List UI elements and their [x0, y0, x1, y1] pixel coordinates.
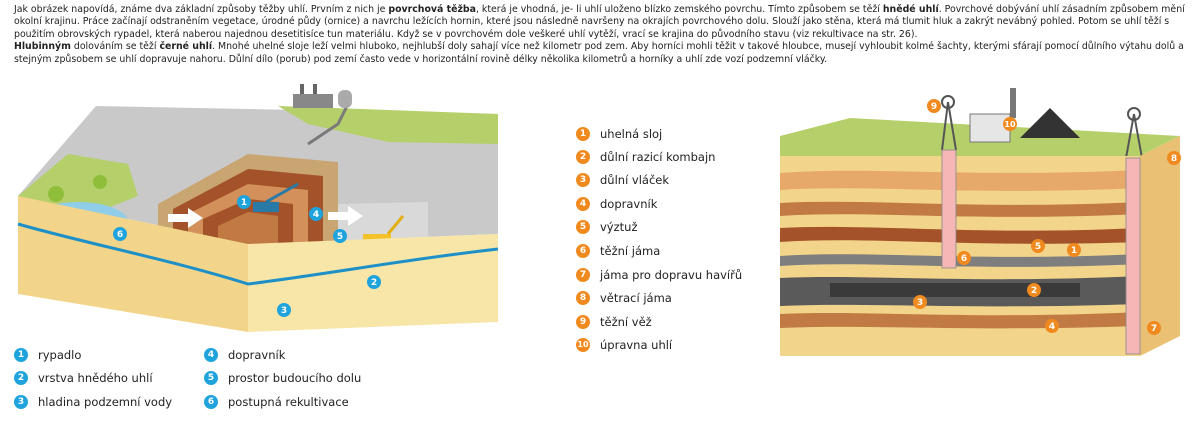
svg-text:9: 9 — [931, 102, 937, 112]
direction-arrow — [168, 208, 203, 228]
svg-text:1: 1 — [241, 198, 247, 208]
direction-arrow — [328, 206, 363, 226]
marker-6: 6 — [957, 251, 971, 265]
marker-2: 2 — [367, 275, 381, 289]
svg-text:2: 2 — [1031, 286, 1037, 296]
block-front-left — [18, 196, 248, 332]
groundwater-line — [17, 222, 499, 286]
svg-text:3: 3 — [917, 298, 923, 308]
svg-text:5: 5 — [337, 232, 343, 242]
svg-text:1: 1 — [1071, 246, 1077, 256]
svg-text:7: 7 — [1151, 324, 1157, 334]
headframe-left — [941, 95, 957, 151]
svg-text:8: 8 — [1171, 154, 1177, 164]
svg-text:2: 2 — [371, 278, 377, 288]
marker-1: 1 — [237, 195, 251, 209]
marker-2: 2 — [1027, 283, 1041, 297]
open-pit-mine-illustration: 1 2 3 4 5 6 — [17, 84, 499, 332]
tree — [93, 175, 107, 189]
svg-text:6: 6 — [117, 230, 123, 240]
svg-text:10: 10 — [1004, 120, 1016, 129]
marker-1: 1 — [1067, 243, 1081, 257]
green-field — [278, 106, 498, 144]
marker-6: 6 — [113, 227, 127, 241]
mine-tunnel — [830, 283, 1080, 297]
term-black-coal: černé uhlí — [159, 41, 213, 53]
marker-4: 4 — [309, 207, 323, 221]
svg-text:5: 5 — [1035, 242, 1041, 252]
conveyor-belt — [307, 103, 350, 146]
marker-3: 3 — [277, 303, 291, 317]
intro-text: Jak obrázek napovídá, známe dva základní… — [14, 4, 1186, 66]
term-surface-mining: povrchová těžba — [388, 4, 476, 15]
deep-mine-illustration: 1 2 3 4 5 6 7 8 9 10 — [780, 88, 1181, 356]
marker-5: 5 — [333, 229, 347, 243]
headframe-right — [1125, 107, 1143, 159]
marker-8: 8 — [1167, 151, 1181, 165]
svg-text:4: 4 — [1049, 322, 1055, 332]
miners-shaft — [1125, 157, 1141, 355]
tree — [48, 186, 64, 202]
power-plant — [293, 84, 352, 108]
term-deep-mining: Hlubinným — [14, 41, 71, 53]
intro-paragraph-surface: Jak obrázek napovídá, známe dva základní… — [14, 4, 1185, 40]
hoist-shaft — [941, 149, 957, 269]
svg-text:3: 3 — [281, 306, 287, 316]
marker-10: 10 — [1003, 117, 1017, 131]
marker-9: 9 — [927, 99, 941, 113]
svg-text:4: 4 — [313, 210, 319, 220]
marker-3: 3 — [913, 295, 927, 309]
svg-text:6: 6 — [961, 254, 967, 264]
marker-7: 7 — [1147, 321, 1161, 335]
marker-5: 5 — [1031, 239, 1045, 253]
strata-side — [1140, 136, 1180, 356]
intro-paragraph-deep: Hlubinným dolováním se těží černé uhlí. … — [14, 41, 1184, 65]
marker-4: 4 — [1045, 319, 1059, 333]
coal-processing-plant — [969, 88, 1080, 143]
term-brown-coal: hnědé uhlí — [882, 4, 939, 15]
excavator — [253, 182, 299, 212]
